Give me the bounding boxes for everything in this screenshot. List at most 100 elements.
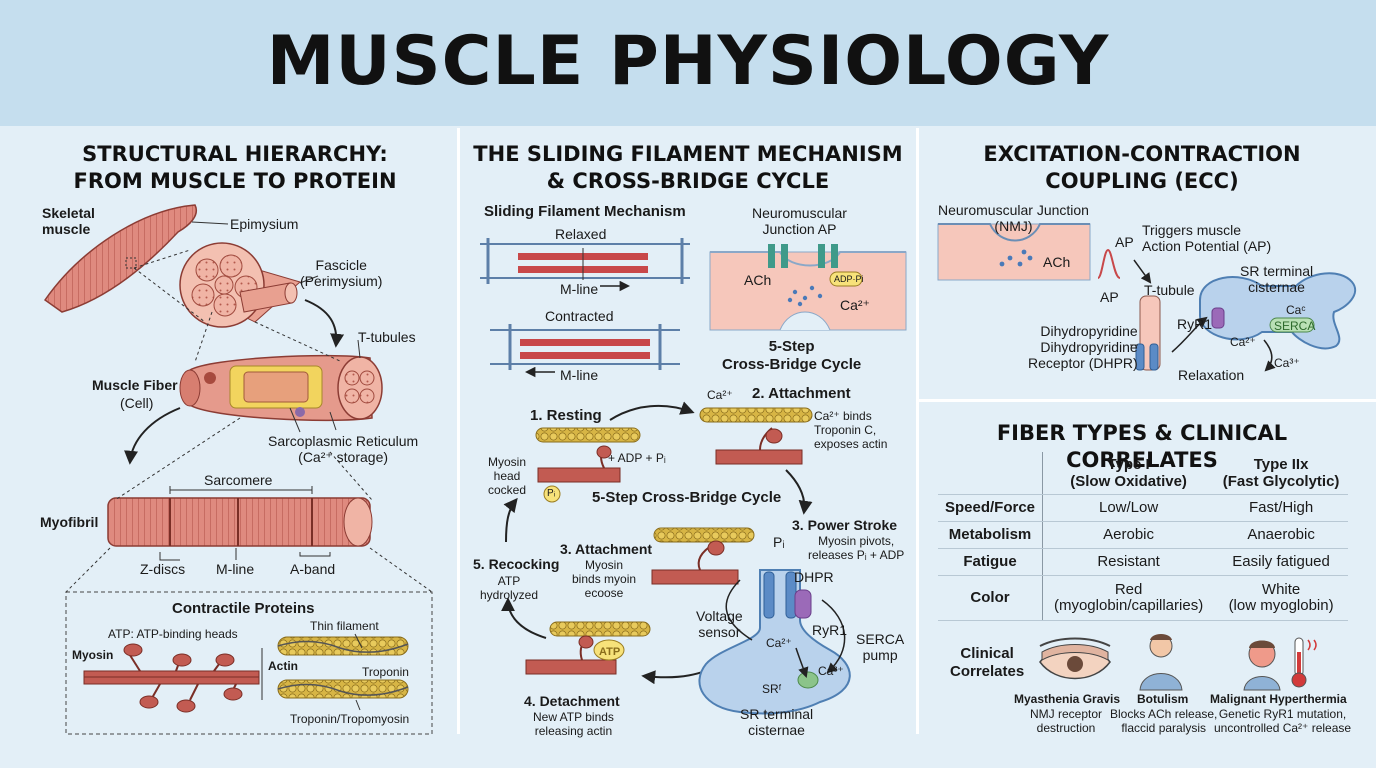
label-contracted: Contracted <box>545 308 614 324</box>
label-ca-small: Ca²⁺ <box>707 388 733 402</box>
label-mline-relaxed: M-line <box>560 281 599 297</box>
label-voltage-sensor: Voltage sensor <box>696 608 743 640</box>
t-tubule-ecc-icon <box>1135 295 1161 371</box>
sliding-subtitle: Sliding Filament Mechanism <box>484 203 686 220</box>
mg-desc: NMJ receptor destruction <box>1030 707 1103 735</box>
table-row: Speed/Force Low/Low Fast/High <box>938 494 1348 522</box>
label-step3-desc: Myosin pivots, releases Pᵢ + ADP <box>808 534 905 562</box>
table-row: Metabolism Aerobic Anaerobic <box>938 521 1348 549</box>
label-thin-filament: Thin filament <box>310 619 379 633</box>
label-epimysium: Epimysium <box>230 216 299 232</box>
pi-badge-icon <box>543 485 561 503</box>
ap-waveform <box>1097 248 1121 279</box>
label-atp-badge: ATP <box>599 646 621 658</box>
label-atp-heads: ATP: ATP-binding heads <box>108 627 238 641</box>
label-ap2: AP <box>1100 289 1119 305</box>
fever-person-icon <box>1243 640 1281 691</box>
label-nmj: Neuromuscular Junction (NMJ) <box>938 202 1089 234</box>
label-mline-contracted: M-line <box>560 367 599 383</box>
label-adp-pi-badge: ADP·Pi <box>834 274 864 284</box>
label-a-band: A-band <box>290 561 336 577</box>
label-sr-col2: SRᶠ <box>762 682 782 696</box>
label-pi-badge: Pᵢ <box>547 488 556 499</box>
label-step3b-desc: Myosin binds myoin ecoose <box>572 558 637 600</box>
table-row: Color Red (myoglobin/capillaries) White … <box>938 575 1348 621</box>
label-adp-pi-plus: + ADP + Pᵢ <box>608 451 666 465</box>
label-ca-out: Ca³⁺ <box>818 664 844 678</box>
five-step-title-2: 5-Step Cross-Bridge Cycle <box>592 489 782 506</box>
label-cell: (Cell) <box>120 395 154 411</box>
thermometer-icon <box>1291 637 1317 688</box>
cell-type2: Fast/High <box>1214 494 1348 522</box>
sr-cisterna-ecc-icon <box>1199 272 1357 350</box>
bot-title: Botulism <box>1137 692 1189 706</box>
label-skeletal-muscle: Skeletal muscle <box>42 205 95 237</box>
person-icon <box>1139 634 1183 691</box>
nmj-ecc-icon <box>937 223 1091 281</box>
label-triggers: Triggers muscle Action Potential (AP) <box>1142 222 1272 254</box>
mh-desc: Genetic RyR1 mutation, uncontrolled Ca²⁺… <box>1214 707 1352 735</box>
cell-type2: Easily fatigued <box>1214 548 1348 576</box>
label-muscle-fiber: Muscle Fiber <box>92 377 178 393</box>
label-pi-col2: Pᵢ <box>773 534 785 550</box>
label-ryr1-col2: RyR1 <box>812 622 848 638</box>
row-label: Color <box>938 575 1043 621</box>
label-sarcomere: Sarcomere <box>204 472 273 488</box>
label-sarcoplasmic-reticulum: Sarcoplasmic Reticulum (Ca²⁺ storage) <box>268 433 419 465</box>
label-serca-pump: SERCA pump <box>856 631 905 663</box>
label-step3: 3. Power Stroke <box>792 517 898 533</box>
row-label: Fatigue <box>938 548 1043 576</box>
contractile-box <box>65 591 433 735</box>
cycle-attachment-icon <box>699 407 813 465</box>
label-actin: Actin <box>268 659 298 673</box>
label-ca-col2: Ca²⁺ <box>840 297 870 313</box>
sliding-heading: THE SLIDING FILAMENT MECHANISM & CROSS-B… <box>473 142 903 193</box>
cycle-resting-icon <box>535 427 641 483</box>
label-step4-desc: New ATP binds releasing actin <box>533 710 614 738</box>
label-step5-desc: ATP hydrolyzed <box>480 574 539 602</box>
label-ca2: Ca²⁺ <box>1230 335 1256 349</box>
structural-heading: STRUCTURAL HIERARCHY: FROM MUSCLE TO PRO… <box>73 142 397 193</box>
label-relaxed: Relaxed <box>555 226 607 242</box>
fiber-col-type2: Type IIx (Fast Glycolytic) <box>1214 452 1348 495</box>
label-myosin-cocked: Myosin head cocked <box>488 455 527 497</box>
fascicle-icon <box>179 242 302 328</box>
relaxed-sarcomere-icon <box>480 238 690 284</box>
cell-type1: Aerobic <box>1042 521 1215 549</box>
label-relaxation: Relaxation <box>1178 367 1245 383</box>
label-ach-col2: ACh <box>744 272 772 288</box>
cycle-powerstroke-icon <box>651 527 755 585</box>
clinical-label: Clinical Correlates <box>950 645 1025 680</box>
label-fascicle: Fascicle (Perimysium) <box>300 257 383 289</box>
myofibril-icon <box>107 497 373 547</box>
mg-title: Myasthenia Gravis <box>1014 692 1121 706</box>
contracted-sarcomere-icon <box>490 324 680 370</box>
label-step5: 5. Recocking <box>473 556 560 572</box>
nmj-col2-icon <box>709 244 907 331</box>
eye-icon <box>1039 637 1111 680</box>
label-ap: AP <box>1115 234 1134 250</box>
page-title: MUSCLE PHYSIOLOGY <box>266 22 1110 101</box>
skeletal-muscle-icon <box>43 204 197 313</box>
label-step2: 2. Attachment <box>752 385 851 402</box>
cell-type1: Resistant <box>1042 548 1215 576</box>
label-dhpr-col2: DHPR <box>794 569 834 585</box>
label-z-discs: Z-discs <box>140 561 186 577</box>
row-label: Metabolism <box>938 521 1043 549</box>
label-troponin: Troponin <box>362 665 409 679</box>
label-sr-terminal-col2: SR terminal cisternae <box>740 706 814 738</box>
header-band <box>0 0 1376 126</box>
fiber-header-blank <box>938 452 1043 495</box>
label-nmj-ap: Neuromuscular Junction AP <box>752 205 847 237</box>
bot-desc: Blocks ACh release, flaccid paralysis <box>1110 707 1218 735</box>
divider-2 <box>916 128 919 734</box>
cell-type2: Anaerobic <box>1214 521 1348 549</box>
label-ca1: Caᶜ <box>1286 303 1306 317</box>
label-step2-desc: Ca²⁺ binds Troponin C, exposes actin <box>814 409 888 451</box>
fiber-col-type1: Type I (Slow Oxidative) <box>1042 452 1215 495</box>
label-ryr1-ecc: RyR1 <box>1177 316 1213 332</box>
fiber-table: Type I (Slow Oxidative) Type IIx (Fast G… <box>938 452 1348 621</box>
label-dhpr-ecc: Dihydropyridine Dihydropyridine Receptor… <box>1028 323 1138 371</box>
label-myosin: Myosin <box>72 648 114 662</box>
